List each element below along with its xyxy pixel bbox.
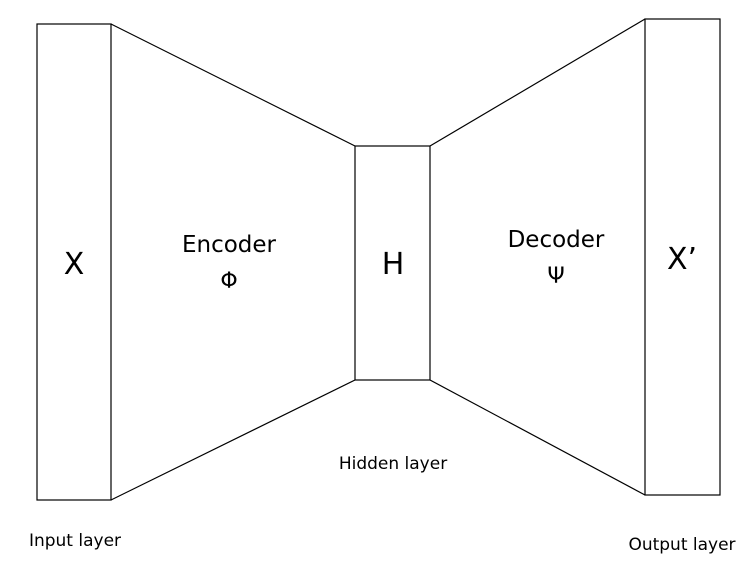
encoder-bottom-edge: [110, 379, 356, 501]
encoder-phi-symbol: Φ: [220, 269, 237, 294]
decoder-top-edge: [429, 18, 646, 147]
output-symbol: X’: [667, 242, 697, 277]
encoder-top-edge: [110, 23, 356, 147]
input-symbol: X: [64, 247, 85, 282]
decoder-label: Decoder: [508, 227, 605, 253]
input-layer-box: [36, 23, 112, 501]
input-layer-caption: Input layer: [29, 531, 121, 551]
hidden-layer-box: [354, 145, 431, 381]
hidden-layer-caption: Hidden layer: [339, 454, 447, 474]
encoder-label: Encoder: [182, 232, 277, 258]
output-layer-box: [644, 18, 721, 496]
output-layer-caption: Output layer: [628, 535, 735, 555]
decoder-psi-symbol: Ψ: [547, 264, 564, 289]
hidden-symbol: H: [382, 247, 405, 282]
decoder-bottom-edge: [429, 379, 646, 496]
